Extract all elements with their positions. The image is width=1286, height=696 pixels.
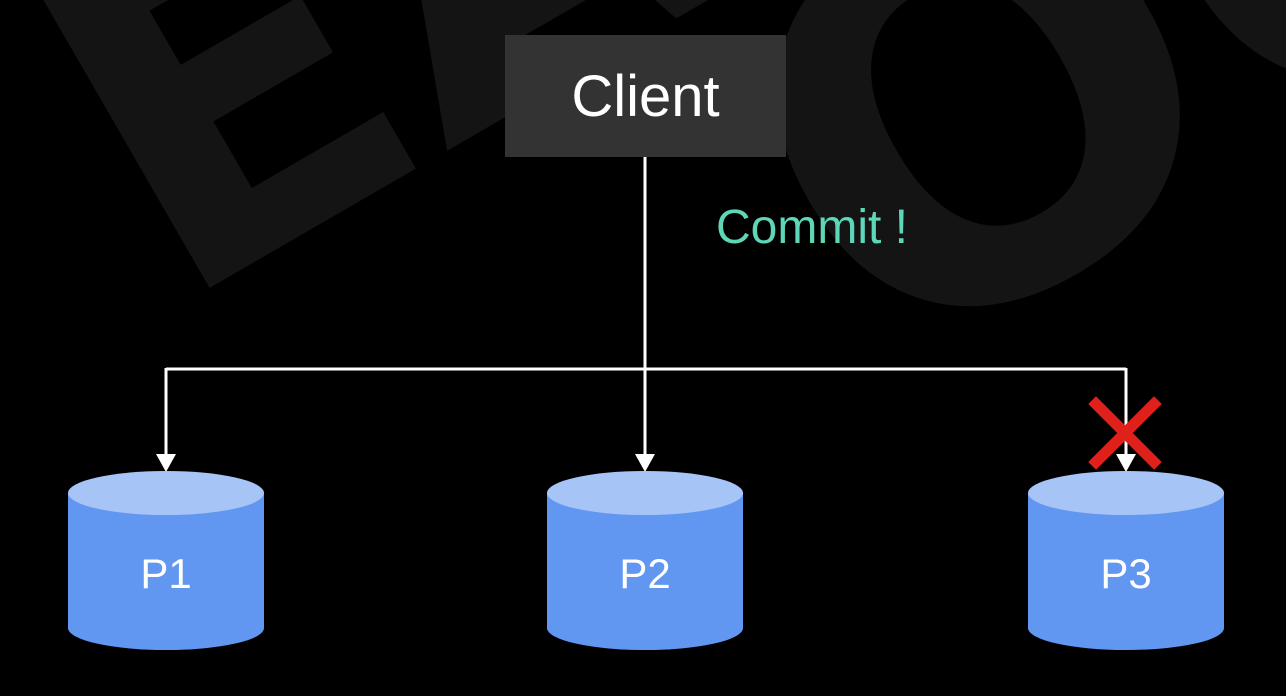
node-label-p2: P2 [619, 550, 671, 597]
database-p2-icon [547, 471, 743, 650]
node-label-p1: P1 [140, 550, 192, 597]
x-mark-icon [1088, 396, 1162, 470]
database-p3-icon [1028, 471, 1224, 650]
commit-message-label: Commit ! [716, 201, 908, 254]
arrow-p2-icon [635, 454, 655, 472]
node-label-p3: P3 [1100, 550, 1152, 597]
arrow-p3-icon [1116, 454, 1136, 472]
arrow-p1-icon [156, 454, 176, 472]
client-label: Client [571, 63, 720, 129]
database-p1-icon [68, 471, 264, 650]
client-box: Client [505, 35, 786, 157]
